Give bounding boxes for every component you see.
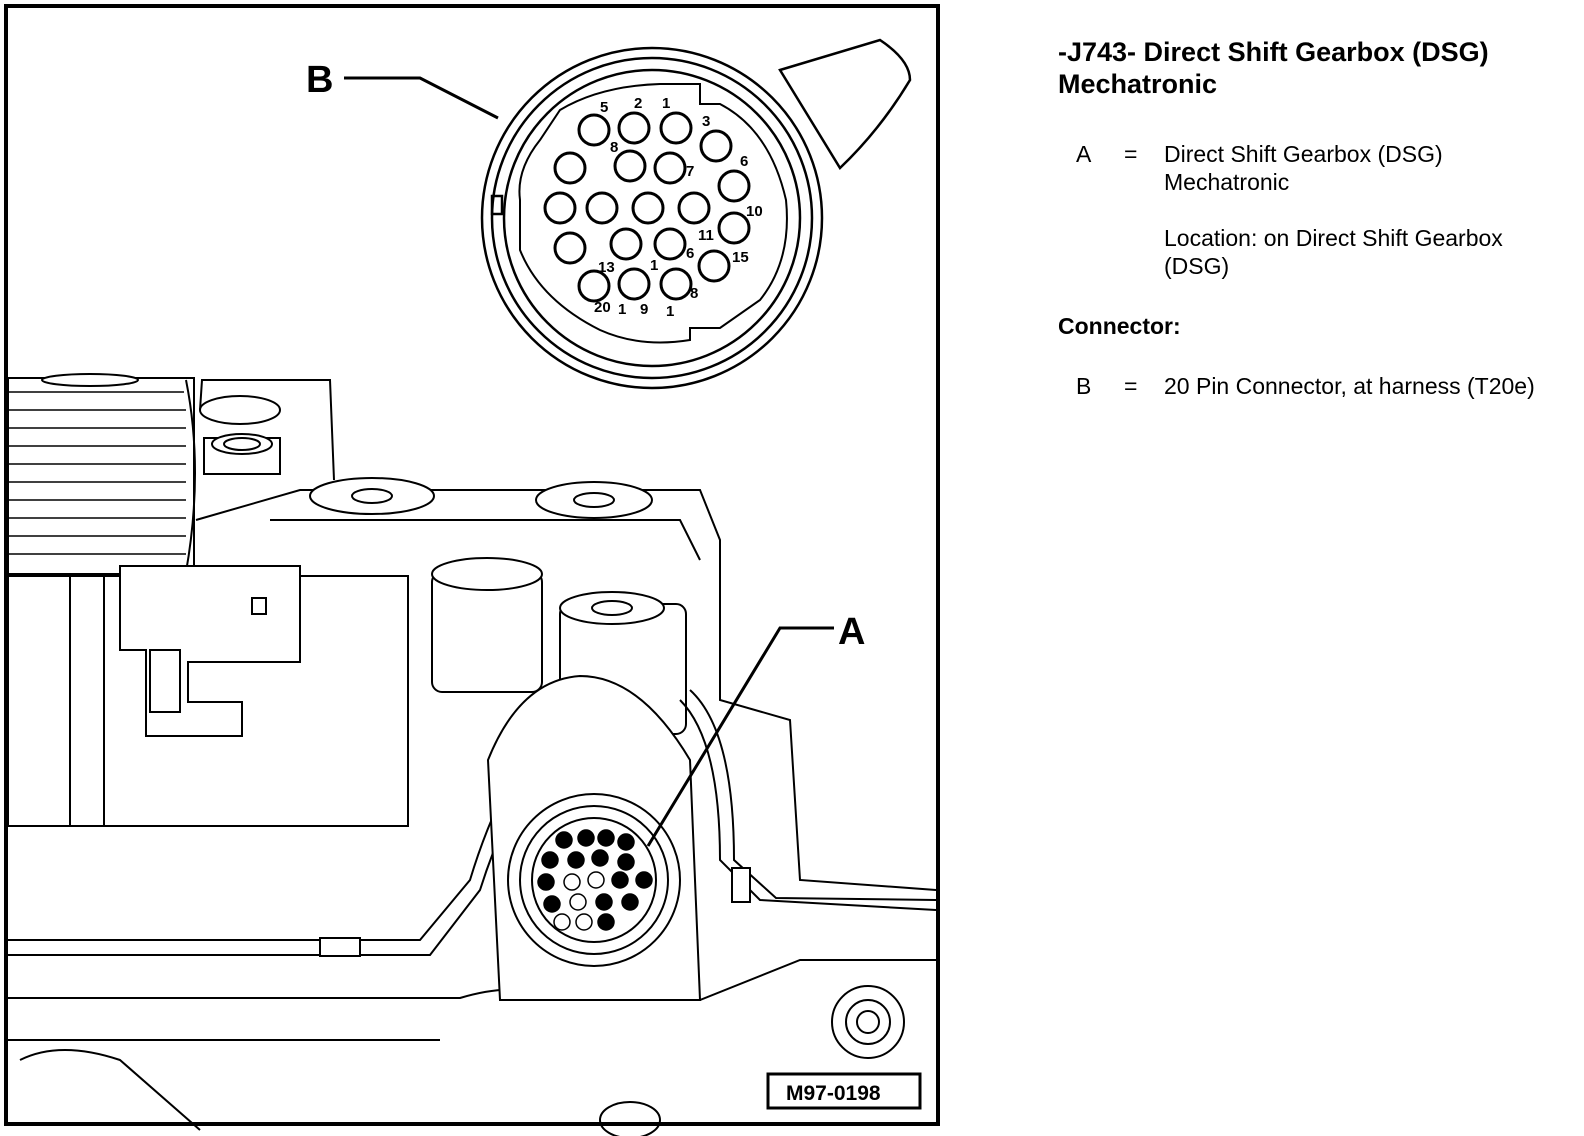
reference-code: M97-0198 (786, 1082, 881, 1105)
reference-code-box: M97-0198 (766, 1072, 922, 1110)
legend-item-a: A = Direct Shift Gearbox (DSG) Mechatron… (1058, 140, 1578, 280)
legend-description-a: Direct Shift Gearbox (DSG) Mechatronic (1164, 141, 1443, 195)
legend-title-line1: -J743- Direct Shift Gearbox (DSG) (1058, 37, 1489, 67)
mechatronic-illustration: 5 2 1 3 8 7 6 10 11 15 13 1 6 20 1 9 1 8… (4, 4, 940, 1136)
socket-pins (537, 829, 653, 931)
pin-label: 1 (666, 303, 674, 320)
callout-b-label: B (306, 59, 333, 101)
legend-description-b: 20 Pin Connector, at harness (T20e) (1164, 373, 1535, 399)
pin-label: 8 (610, 139, 618, 156)
pin-number-labels: 5 2 1 3 8 7 6 10 11 15 13 1 6 20 1 9 1 8 (594, 95, 763, 320)
inset-pins (543, 111, 751, 303)
pin-label: 9 (640, 301, 648, 318)
legend-equals-b: = (1124, 373, 1138, 399)
legend-title-line2: Mechatronic (1058, 69, 1218, 99)
legend-panel: -J743- Direct Shift Gearbox (DSG) Mechat… (1058, 36, 1578, 400)
pin-label: 1 (662, 95, 670, 112)
pin-label: 13 (598, 259, 615, 276)
pin-label: 10 (746, 203, 763, 220)
legend-equals-a: = (1124, 141, 1138, 167)
pin-label: 1 (650, 257, 658, 274)
pin-label: 5 (600, 99, 608, 116)
callout-b: B (306, 59, 499, 120)
gearbox-drawing (7, 373, 937, 1136)
legend-location-a: Location: on Direct Shift Gearbox (DSG) (1164, 225, 1503, 279)
pin-label: 6 (740, 153, 748, 170)
legend-key-b: B (1076, 373, 1092, 399)
callout-a-label: A (838, 611, 865, 653)
cooling-fins (8, 391, 186, 555)
callout-a: A (646, 611, 865, 847)
pin-label: 6 (686, 245, 694, 262)
pin-label: 1 (618, 301, 626, 318)
legend-item-b: B = 20 Pin Connector, at harness (T20e) (1058, 372, 1578, 400)
pin-label: 3 (702, 113, 710, 130)
pin-label: 11 (698, 227, 714, 244)
legend-title: -J743- Direct Shift Gearbox (DSG) Mechat… (1058, 36, 1578, 100)
legend-key-a: A (1076, 141, 1092, 167)
pin-label: 15 (732, 249, 749, 266)
pin-label: 8 (690, 285, 698, 302)
pin-label: 20 (594, 299, 611, 316)
pin-label: 2 (634, 95, 642, 112)
pin-label: 7 (686, 163, 694, 180)
connector-heading: Connector: (1058, 313, 1181, 339)
